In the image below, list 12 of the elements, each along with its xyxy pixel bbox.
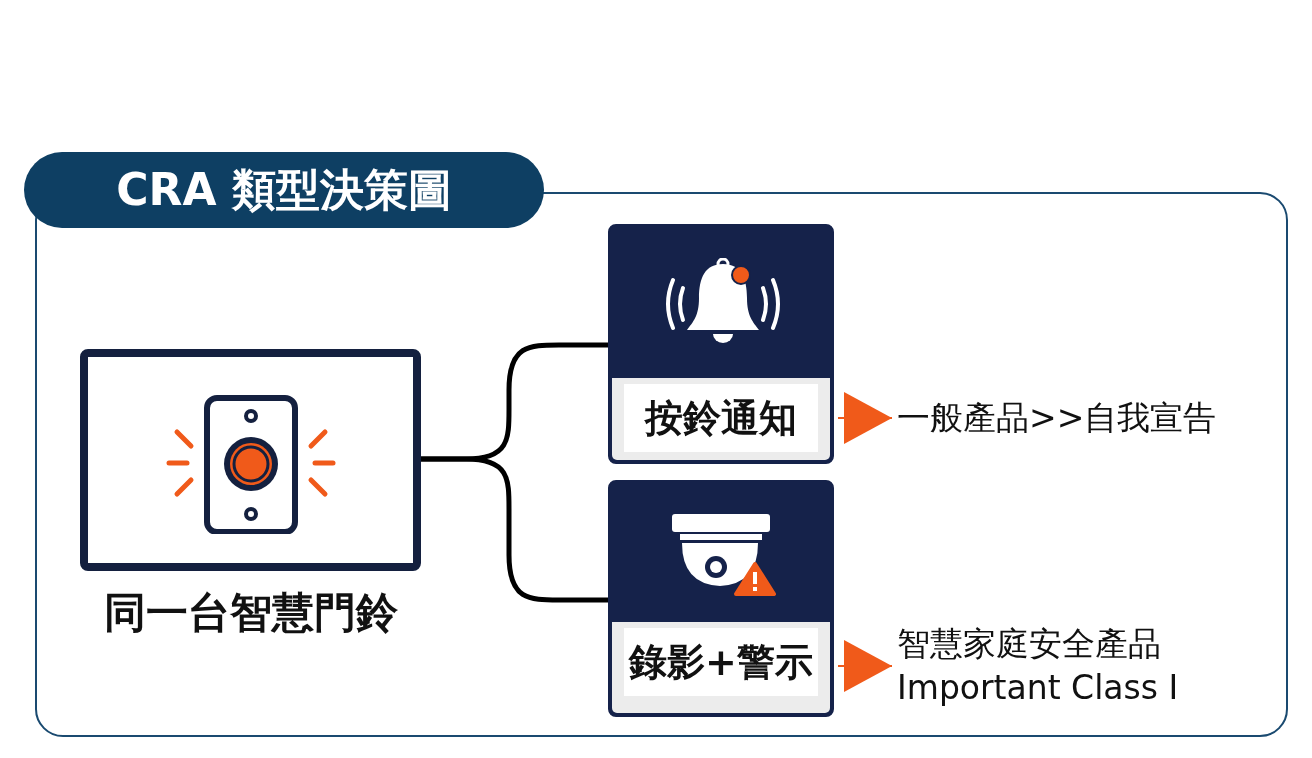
arrow (837, 640, 893, 692)
result-text: 智慧家庭安全產品 (897, 623, 1161, 665)
result-text: Important Class I (897, 667, 1179, 709)
category-card (608, 224, 834, 464)
arrow (837, 392, 893, 444)
category-label: 錄影+警示 (624, 628, 818, 696)
title-banner: CRA 類型決策圖 (24, 152, 544, 228)
device-label: 同一台智慧門鈴 (102, 587, 399, 639)
connector (421, 456, 608, 603)
result-text: 一般產品>>自我宣告 (897, 397, 1217, 439)
category-card (608, 480, 834, 717)
category-label: 按鈴通知 (624, 384, 818, 452)
